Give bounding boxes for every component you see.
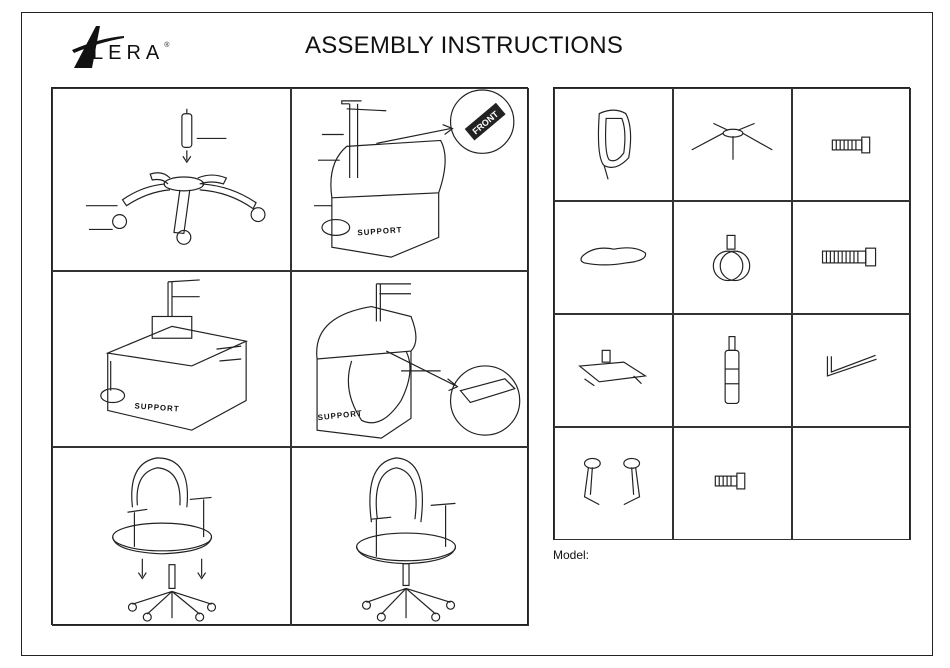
- brand-name: LERA®: [92, 42, 169, 65]
- part-base: [673, 88, 792, 201]
- part-seat-cushion: [554, 201, 673, 314]
- step-6-completed-chair: [291, 447, 529, 626]
- support-label: SUPPORT: [134, 401, 180, 413]
- step-5-chair-on-base: [52, 447, 291, 626]
- step-1-base-casters: [52, 88, 291, 271]
- model-label: Model:: [553, 548, 589, 562]
- part-allen-key: [792, 314, 911, 427]
- part-caster: [673, 201, 792, 314]
- part-bolt-small: [673, 427, 792, 540]
- part-bolt-long: [792, 201, 911, 314]
- assembly-steps-panel: SUPPORT FRONT SUPPORT: [51, 87, 528, 625]
- parts-list-panel: [553, 87, 910, 540]
- step-2-mechanism: SUPPORT FRONT: [291, 88, 529, 271]
- support-label: SUPPORT: [317, 409, 363, 423]
- support-label: SUPPORT: [357, 225, 403, 237]
- page-title: ASSEMBLY INSTRUCTIONS: [305, 32, 623, 60]
- part-gas-lift: [673, 314, 792, 427]
- part-armrests: [554, 427, 673, 540]
- part-bolt-short: [792, 88, 911, 201]
- part-empty-slot: [792, 427, 911, 540]
- part-mechanism: [554, 314, 673, 427]
- step-4-backrest: SUPPORT: [291, 271, 529, 447]
- step-3-seat-mounting: SUPPORT: [52, 271, 291, 447]
- part-backrest: [554, 88, 673, 201]
